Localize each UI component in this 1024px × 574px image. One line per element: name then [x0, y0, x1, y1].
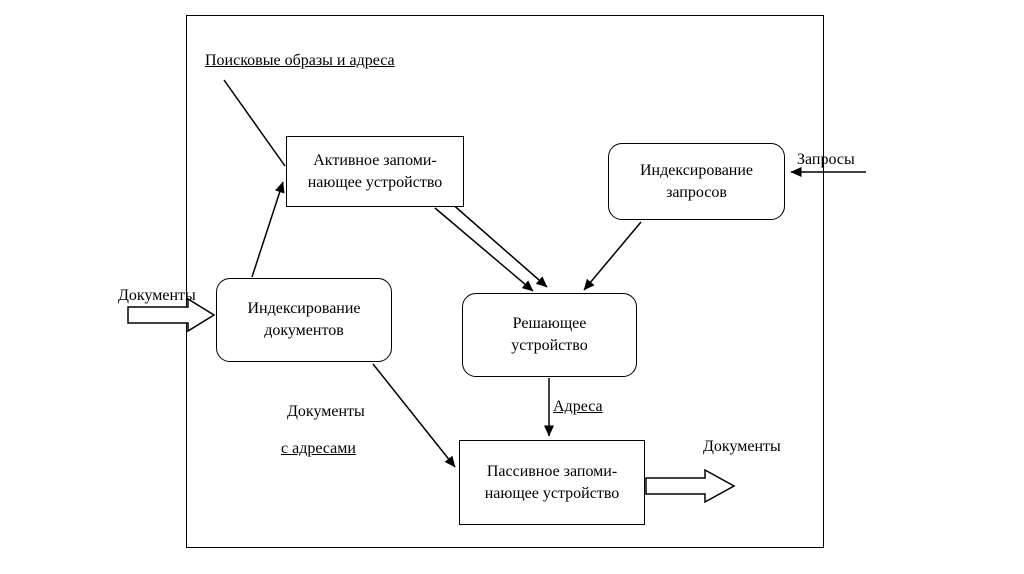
node-document-indexing-line2: документов: [264, 322, 344, 339]
label-addresses: Адреса: [553, 398, 603, 415]
label-documents-out: Документы: [703, 438, 781, 455]
node-query-indexing-line2: запросов: [666, 183, 727, 201]
block-arrow-documents-out: [645, 468, 736, 504]
label-queries: Запросы: [797, 151, 855, 168]
node-document-indexing: Индексирование документов: [216, 278, 392, 362]
node-decision-device-line2: устройство: [511, 337, 588, 354]
arrow-document-indexing-to-passive-storage: [372, 363, 456, 468]
label-documents-with-addresses-line2: с адресами: [281, 440, 356, 457]
node-active-storage-line2: нающее устройство: [307, 173, 443, 191]
arrow-active-storage-to-decision-device-1: [434, 207, 534, 292]
label-documents-with-addresses-line1: Документы: [287, 403, 365, 420]
node-passive-storage-device: Пассивное запоми- нающее устройство: [459, 440, 645, 525]
label-search-images-and-addresses: Поисковые образы и адреса: [205, 52, 395, 69]
node-active-storage-device: Активное запоми- нающее устройство: [286, 136, 464, 207]
node-active-storage-line1: Активное запоми-: [313, 151, 437, 169]
node-passive-storage-line2: нающее устройство: [484, 484, 620, 502]
label-documents-in: Документы: [118, 287, 196, 304]
node-passive-storage-line1: Пассивное запоми-: [486, 462, 618, 480]
arrow-document-indexing-to-active-storage: [251, 181, 285, 278]
leader-line-search-images: [223, 79, 286, 167]
node-decision-device: Решающее устройство: [462, 293, 637, 377]
diagram-frame: [186, 15, 824, 548]
arrow-active-storage-to-decision-device-2: [449, 201, 548, 288]
node-decision-device-line1: Решающее: [512, 315, 587, 332]
block-arrow-documents-in: [127, 297, 216, 333]
node-query-indexing-line1: Индексирование: [639, 161, 754, 179]
node-query-indexing: Индексирование запросов: [608, 143, 785, 220]
node-document-indexing-line1: Индексирование: [247, 300, 361, 317]
arrow-query-indexing-to-decision-device: [583, 221, 642, 291]
